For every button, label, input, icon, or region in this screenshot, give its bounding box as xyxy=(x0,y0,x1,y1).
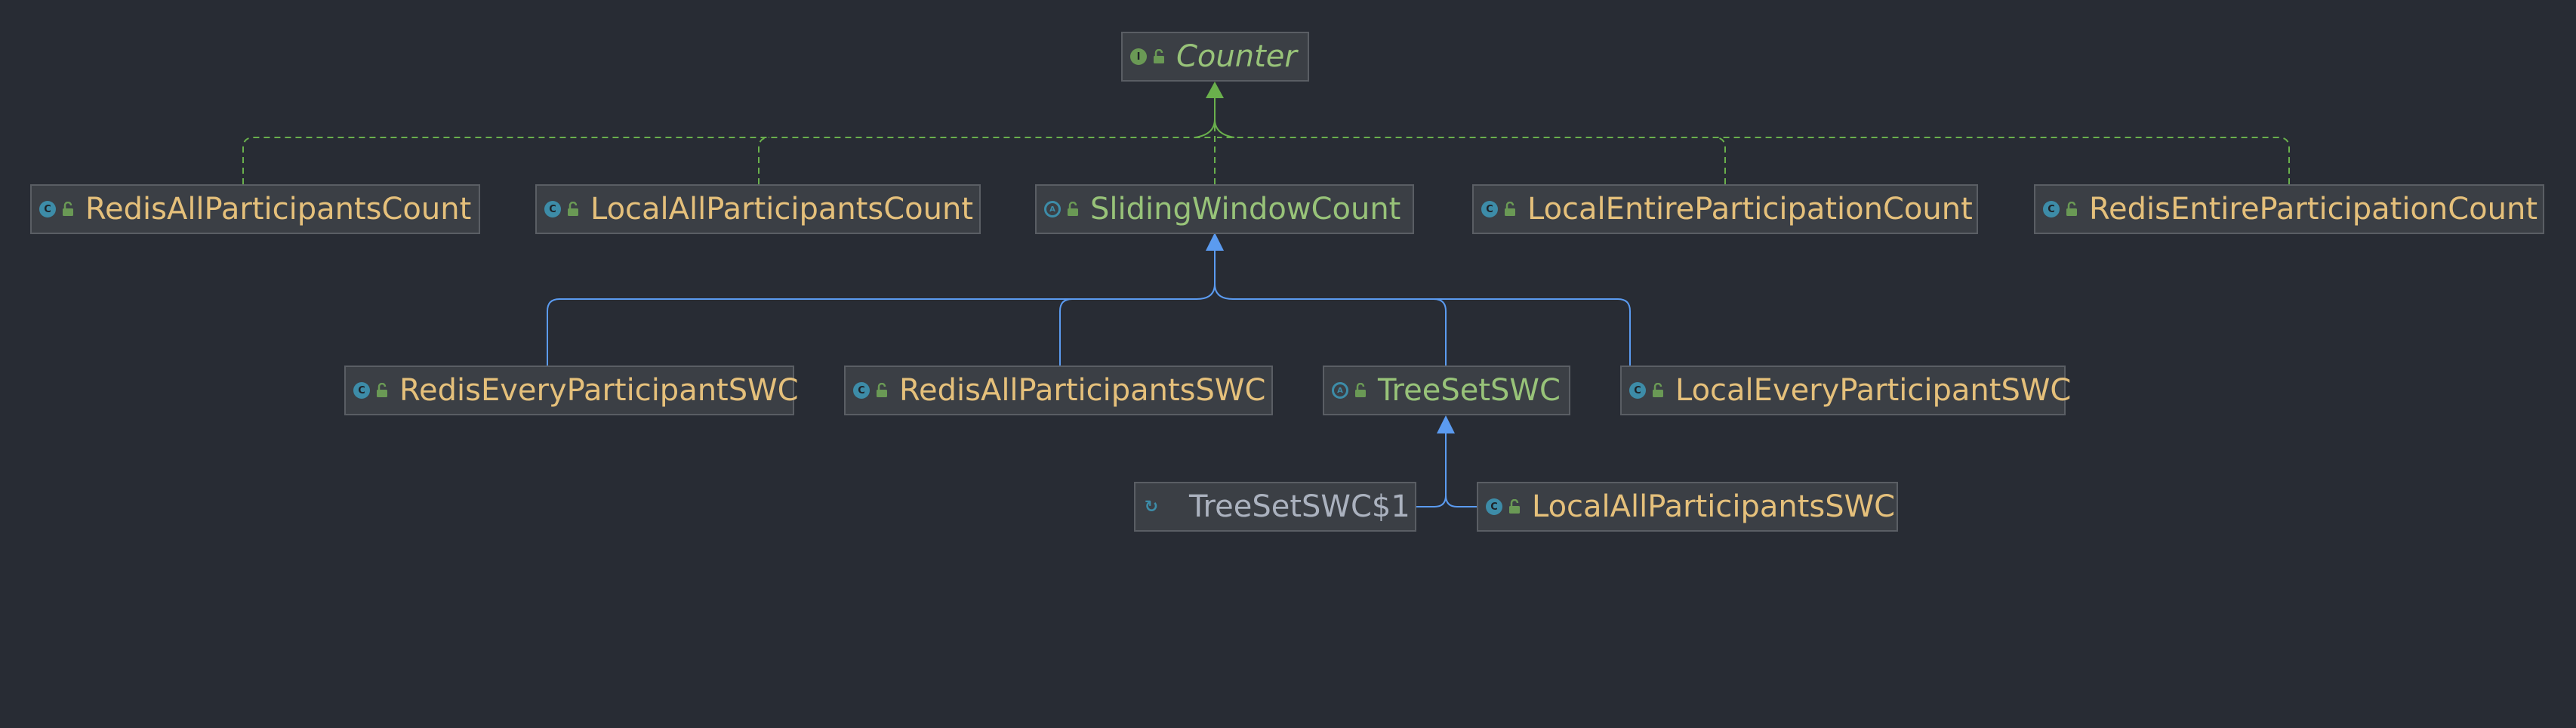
node-tree-set-swc[interactable]: A TreeSetSWC xyxy=(1323,366,1570,415)
lock-icon xyxy=(875,383,889,398)
class-icon: C xyxy=(853,382,870,399)
lock-icon xyxy=(61,202,75,217)
node-redis-every-participant-swc[interactable]: C RedisEveryParticipantSWC xyxy=(344,366,799,415)
lock-icon xyxy=(1152,49,1166,64)
class-icon: C xyxy=(353,382,370,399)
edge-local-entire-participation-count-implements-counter xyxy=(1714,137,1726,184)
class-icon: C xyxy=(1629,382,1646,399)
node-label: TreeSetSWC$1 xyxy=(1189,489,1410,524)
edge-local-every-participant-swc-extends-sliding-window-count xyxy=(1214,283,1631,366)
node-label: SlidingWindowCount xyxy=(1090,192,1401,227)
edge-redis-entire-participation-count-implements-counter xyxy=(1217,137,2290,184)
anonymous-class-icon: ↻ xyxy=(1144,497,1159,517)
node-label: LocalEveryParticipantSWC xyxy=(1675,373,2072,408)
node-label: RedisAllParticipantsSWC xyxy=(899,373,1266,408)
lock-icon xyxy=(1066,202,1080,217)
lock-icon xyxy=(1503,202,1517,217)
edge-redis-all-participants-count-implements-counter xyxy=(242,137,1213,184)
node-sliding-window-count[interactable]: A SlidingWindowCount xyxy=(1035,184,1414,234)
node-label: RedisEveryParticipantSWC xyxy=(399,373,799,408)
node-label: TreeSetSWC xyxy=(1378,373,1561,408)
class-icon: C xyxy=(2043,201,2060,217)
node-label: RedisAllParticipantsCount xyxy=(85,192,472,227)
edge-tree-set-swc-extends-sliding-window-count xyxy=(1433,298,1447,366)
node-label: LocalAllParticipantsSWC xyxy=(1532,489,1896,524)
abstract-class-icon: A xyxy=(1044,201,1061,217)
class-icon: C xyxy=(1486,498,1502,515)
lock-icon xyxy=(1508,499,1521,514)
class-icon: C xyxy=(1481,201,1498,217)
node-local-all-participants-swc[interactable]: C LocalAllParticipantsSWC xyxy=(1477,482,1898,532)
edge-redis-all-participants-swc-extends-sliding-window-count xyxy=(1059,298,1073,366)
extends-arrowhead-tree-set-swc xyxy=(1437,415,1455,433)
node-redis-all-participants-swc[interactable]: C RedisAllParticipantsSWC xyxy=(844,366,1273,415)
implements-arrowhead xyxy=(1206,82,1224,98)
class-icon: C xyxy=(39,201,56,217)
edge-tree-set-swc-1-extends-tree-set-swc xyxy=(1415,432,1447,507)
node-counter[interactable]: I Counter xyxy=(1121,32,1309,82)
extends-arrowhead-sliding-window-count xyxy=(1206,233,1224,251)
lock-icon xyxy=(375,383,389,398)
node-label: RedisEntireParticipationCount xyxy=(2089,192,2538,227)
lock-icon xyxy=(566,202,580,217)
node-local-every-participant-swc[interactable]: C LocalEveryParticipantSWC xyxy=(1620,366,2071,415)
class-icon: C xyxy=(544,201,561,217)
lock-icon xyxy=(2065,202,2078,217)
lock-icon xyxy=(1354,383,1367,398)
edge-redis-every-participant-swc-extends-sliding-window-count xyxy=(547,249,1216,366)
node-local-all-participants-count[interactable]: C LocalAllParticipantsCount xyxy=(535,184,981,234)
node-label: Counter xyxy=(1176,39,1297,74)
node-label: LocalEntireParticipationCount xyxy=(1527,192,1973,227)
interface-icon: I xyxy=(1130,48,1147,65)
node-label: LocalAllParticipantsCount xyxy=(590,192,974,227)
abstract-class-icon: A xyxy=(1332,382,1348,399)
edge-implements-merge xyxy=(1194,85,1235,138)
node-local-entire-participation-count[interactable]: C LocalEntireParticipationCount xyxy=(1472,184,1978,234)
node-redis-entire-participation-count[interactable]: C RedisEntireParticipationCount xyxy=(2034,184,2544,234)
edge-local-all-participants-swc-extends-tree-set-swc xyxy=(1445,495,1477,507)
lock-icon xyxy=(1651,383,1665,398)
node-tree-set-swc-1[interactable]: ↻ TreeSetSWC$1 xyxy=(1134,482,1416,532)
node-redis-all-participants-count[interactable]: C RedisAllParticipantsCount xyxy=(30,184,480,234)
edge-local-all-participants-count-implements-counter xyxy=(758,137,770,184)
